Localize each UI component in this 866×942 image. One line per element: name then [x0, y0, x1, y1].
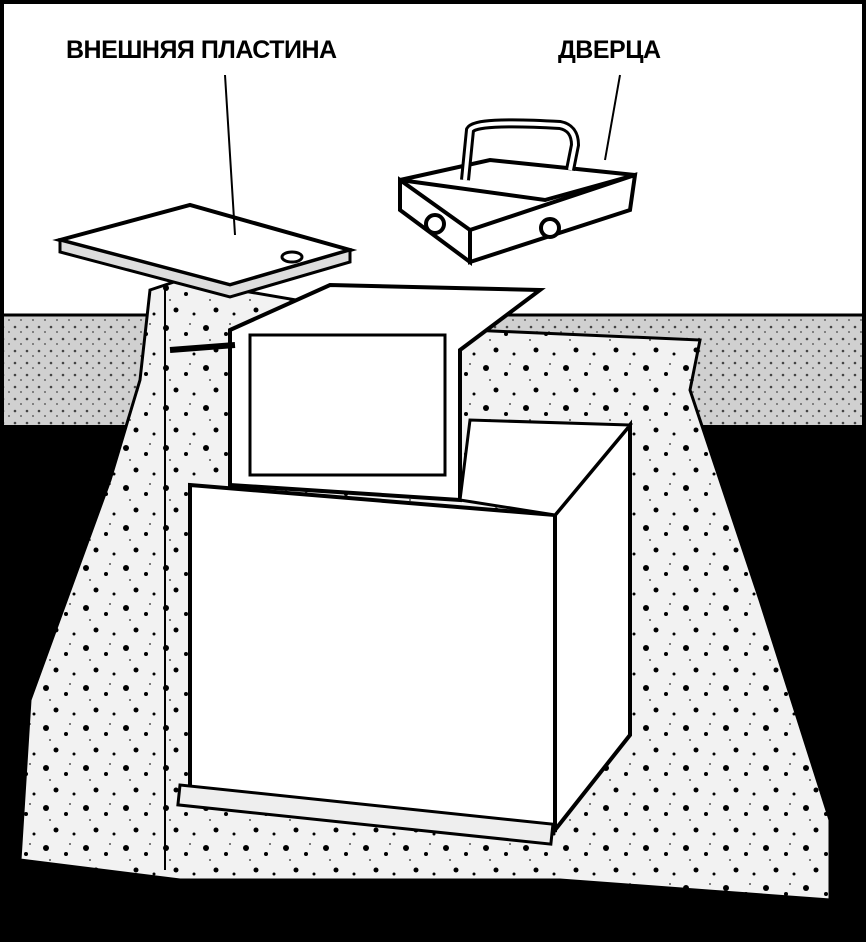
label-door: ДВЕРЦА [558, 36, 661, 64]
leader-outer-plate [224, 74, 236, 236]
meter-box [188, 482, 557, 833]
label-outer-plate: ВНЕШНЯЯ ПЛАСТИНА [66, 36, 337, 64]
leader-door [604, 74, 621, 161]
door [398, 118, 638, 266]
